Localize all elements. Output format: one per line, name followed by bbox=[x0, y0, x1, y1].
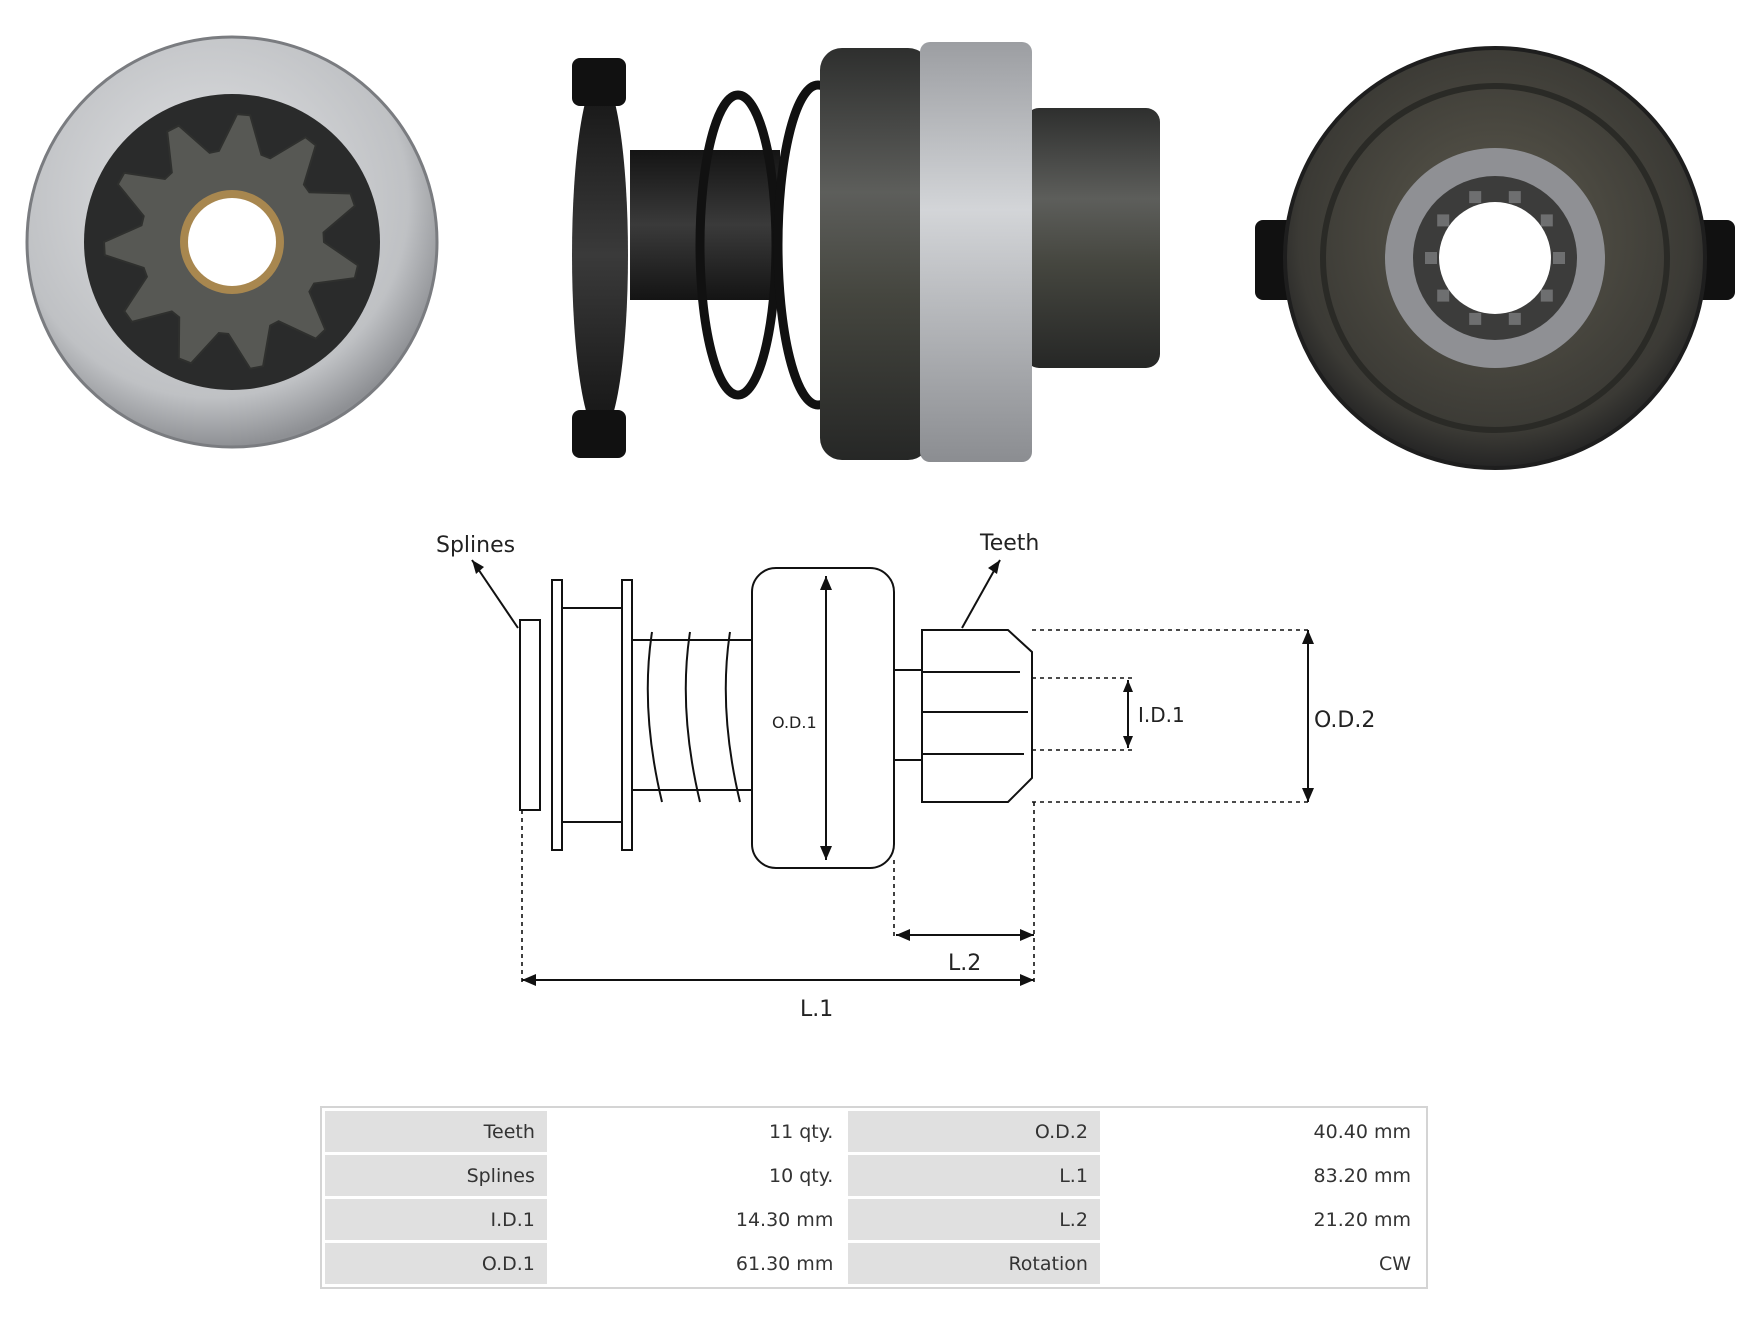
arrowhead bbox=[1123, 736, 1133, 748]
spec-key: Rotation bbox=[848, 1243, 1100, 1284]
collar bbox=[572, 75, 628, 435]
arrowhead bbox=[1020, 974, 1034, 986]
spec-value: 10 qty. bbox=[549, 1155, 846, 1196]
od2-label: O.D.2 bbox=[1314, 708, 1375, 733]
technical-diagram: Splines Teeth O.D.1 I.D.1 O.D.2 L.2 L.1 bbox=[436, 531, 1375, 1022]
teeth-label: Teeth bbox=[979, 531, 1039, 556]
bore bbox=[188, 198, 276, 286]
spec-value: 83.20 mm bbox=[1102, 1155, 1423, 1196]
spec-key: Splines bbox=[325, 1155, 547, 1196]
spec-value: 11 qty. bbox=[549, 1111, 846, 1152]
table-row: I.D.1 14.30 mm L.2 21.20 mm bbox=[325, 1199, 1423, 1240]
l2-label: L.2 bbox=[948, 951, 981, 976]
table-row: Teeth 11 qty. O.D.2 40.40 mm bbox=[325, 1111, 1423, 1152]
l1-label: L.1 bbox=[800, 997, 833, 1022]
spec-key: L.1 bbox=[848, 1155, 1100, 1196]
clutch-barrel bbox=[820, 48, 930, 460]
spec-value: 40.40 mm bbox=[1102, 1111, 1423, 1152]
spline-tooth bbox=[1553, 252, 1565, 264]
back-view-photo bbox=[1255, 46, 1735, 470]
back-bore bbox=[1439, 202, 1551, 314]
spec-key: L.2 bbox=[848, 1199, 1100, 1240]
od1-label: O.D.1 bbox=[772, 713, 817, 732]
arrowhead bbox=[820, 846, 832, 860]
splines-leader bbox=[471, 559, 519, 629]
diagram-flange bbox=[621, 579, 633, 851]
diagram-spline-collar bbox=[519, 619, 541, 811]
spec-key: I.D.1 bbox=[325, 1199, 547, 1240]
spline-tooth bbox=[1508, 191, 1521, 204]
clutch-band bbox=[920, 42, 1032, 462]
splines-label: Splines bbox=[436, 533, 515, 558]
back-ring bbox=[1320, 83, 1670, 433]
diagram-neck bbox=[893, 669, 923, 761]
arrowhead bbox=[522, 974, 536, 986]
spec-table: Teeth 11 qty. O.D.2 40.40 mm Splines 10 … bbox=[320, 1106, 1428, 1289]
arrowhead bbox=[1302, 630, 1314, 644]
spec-value: 21.20 mm bbox=[1102, 1199, 1423, 1240]
spline-tooth bbox=[1437, 214, 1450, 227]
spline-tooth bbox=[1437, 289, 1450, 302]
id1-label: I.D.1 bbox=[1138, 703, 1185, 727]
diagram-spring bbox=[646, 631, 741, 803]
splines bbox=[1425, 191, 1565, 325]
collar-tab bbox=[572, 58, 626, 106]
spec-key: O.D.1 bbox=[325, 1243, 547, 1284]
arrowhead bbox=[1020, 929, 1034, 941]
arrowhead bbox=[1302, 788, 1314, 802]
spline-tooth bbox=[1425, 252, 1437, 264]
diagram-collar-body bbox=[561, 607, 623, 823]
spline-tooth bbox=[1469, 191, 1482, 204]
spec-key: O.D.2 bbox=[848, 1111, 1100, 1152]
table-row: Splines 10 qty. L.1 83.20 mm bbox=[325, 1155, 1423, 1196]
arrowhead bbox=[988, 560, 1000, 574]
spline-tooth bbox=[1469, 312, 1482, 325]
arrowhead bbox=[820, 576, 832, 590]
side-view-photo bbox=[572, 42, 1160, 462]
spline-tooth bbox=[1540, 214, 1553, 227]
spec-value: 14.30 mm bbox=[549, 1199, 846, 1240]
table-row: O.D.1 61.30 mm Rotation CW bbox=[325, 1243, 1423, 1284]
spline-tooth bbox=[1540, 289, 1553, 302]
arrowhead bbox=[896, 929, 910, 941]
front-view-photo bbox=[25, 35, 439, 449]
spline-tooth bbox=[1508, 312, 1521, 325]
pinion-teeth bbox=[1025, 108, 1160, 368]
diagram-pinion-tooth-lines bbox=[922, 671, 1028, 755]
spec-value: CW bbox=[1102, 1243, 1423, 1284]
diagram-flange bbox=[551, 579, 563, 851]
diagram-pinion bbox=[921, 629, 1033, 803]
arrowhead bbox=[1123, 680, 1133, 692]
spec-value: 61.30 mm bbox=[549, 1243, 846, 1284]
collar-tab bbox=[572, 410, 626, 458]
arrowhead bbox=[472, 560, 484, 574]
spec-key: Teeth bbox=[325, 1111, 547, 1152]
